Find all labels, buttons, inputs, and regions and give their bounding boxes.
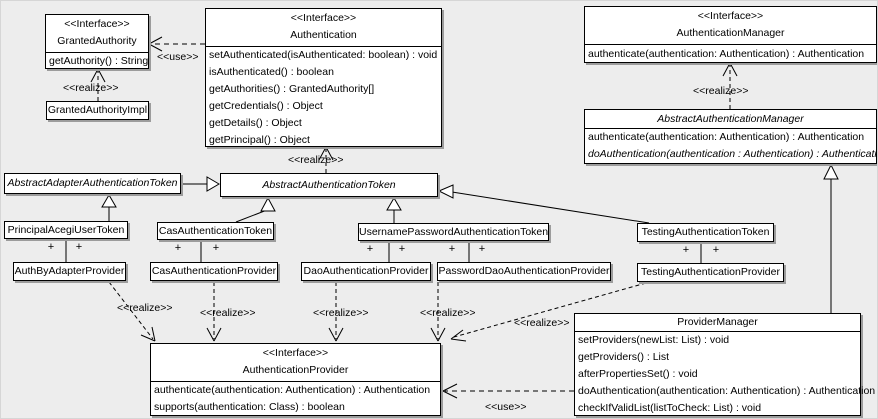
gen-arrow-testingauthenticationtoken — [437, 184, 650, 224]
class-name: TestingAuthenticationProvider — [641, 266, 780, 278]
class-testing-authentication-provider[interactable]: TestingAuthenticationProvider — [637, 263, 784, 282]
gen-arrow-adaptertoken — [181, 176, 220, 192]
stereotype-label: <<Interface>> — [697, 10, 764, 22]
method: authenticate(authentication: Authenticat… — [154, 384, 431, 396]
method: afterPropertiesSet() : void — [578, 368, 698, 380]
use-label: <<use>> — [485, 401, 527, 413]
realize-label: <<realize>> — [117, 302, 173, 314]
method: getDetails() : Object — [209, 117, 302, 129]
class-name: AuthByAdapterProvider — [14, 265, 125, 277]
class-username-password-authentication-token[interactable]: UsernamePasswordAuthenticationToken — [358, 223, 549, 241]
class-abstract-authentication-token[interactable]: AbstractAuthenticationToken — [220, 173, 438, 197]
realize-label: <<realize>> — [420, 307, 476, 319]
stereotype-label: <<Interface>> — [262, 347, 329, 359]
realize-arrow-abstractauthenticationmanager — [722, 62, 738, 109]
method: setProviders(newList: List) : void — [578, 334, 730, 346]
class-name: CasAuthenticationToken — [158, 225, 273, 237]
class-testing-authentication-token[interactable]: TestingAuthenticationToken — [637, 223, 774, 242]
multiplicity-plus: + — [478, 243, 486, 255]
class-abstract-adapter-authentication-token[interactable]: AbstractAdapterAuthenticationToken — [4, 173, 181, 194]
stereotype-label: <<Interface>> — [64, 18, 130, 30]
realize-arrow-passworddaoprovider — [430, 282, 446, 342]
method: getAuthorities() : GrantedAuthority[] — [209, 83, 375, 95]
multiplicity-plus: + — [712, 244, 720, 256]
multiplicity-plus: + — [366, 243, 374, 255]
multiplicity-plus: + — [448, 243, 456, 255]
use-arrow-providermanager — [442, 383, 574, 399]
method: isAuthenticated() : boolean — [209, 66, 334, 78]
realize-arrow-authbyadapterprovider — [108, 281, 156, 342]
class-dao-authentication-provider[interactable]: DaoAuthenticationProvider — [301, 262, 431, 281]
realize-arrow-abstractauthenticationtoken — [318, 146, 334, 173]
class-authentication[interactable]: <<Interface>> Authentication setAuthenti… — [205, 8, 442, 147]
class-provider-manager[interactable]: ProviderManager setProviders(newList: Li… — [574, 313, 876, 416]
realize-label: <<realize>> — [693, 85, 749, 97]
gen-arrow-providermanager — [823, 163, 839, 313]
method: checkIfValidList(listToCheck: List) : vo… — [578, 402, 762, 414]
method: doAuthentication(authentication: Authent… — [578, 385, 876, 397]
method: authenticate(authentication: Authenticat… — [588, 48, 865, 60]
class-principal-acegi-user-token[interactable]: PrincipalAcegiUserToken — [4, 221, 128, 239]
multiplicity-plus: + — [212, 242, 220, 254]
class-abstract-authentication-manager[interactable]: AbstractAuthenticationManager authentica… — [584, 109, 877, 164]
class-name: TestingAuthenticationToken — [641, 226, 770, 238]
class-granted-authority-impl[interactable]: GrantedAuthorityImpl — [46, 101, 149, 120]
realize-arrow-casauthenticationprovider — [206, 282, 222, 342]
method: getProviders() : List — [578, 351, 670, 363]
method: setAuthenticated(isAuthenticated: boolea… — [209, 49, 438, 61]
class-name: AuthenticationManager — [676, 27, 785, 39]
gen-arrow-casauthenticationtoken — [235, 196, 276, 223]
class-password-dao-authentication-provider[interactable]: PasswordDaoAuthenticationProvider — [437, 262, 611, 281]
class-name: PrincipalAcegiUserToken — [7, 224, 125, 236]
method: authenticate(authentication: Authenticat… — [588, 131, 865, 143]
class-name: AbstractAuthenticationManager — [585, 110, 876, 129]
realize-arrow-daoauthenticationprovider — [328, 282, 344, 342]
realize-label: <<realize>> — [200, 307, 256, 319]
multiplicity-plus: + — [47, 241, 55, 253]
multiplicity-plus: + — [682, 244, 690, 256]
method: supports(authentication: Class) : boolea… — [154, 401, 345, 413]
realize-arrow-grantedauthorityimpl — [90, 68, 106, 101]
use-label: <<use>> — [157, 51, 199, 63]
multiplicity-plus: + — [174, 242, 182, 254]
class-name: GrantedAuthorityImpl — [47, 104, 148, 116]
class-name: AbstractAdapterAuthenticationToken — [7, 177, 178, 189]
realize-label: <<realize>> — [63, 82, 119, 94]
class-cas-authentication-token[interactable]: CasAuthenticationToken — [157, 222, 274, 240]
gen-arrow-principalacegiusertoken — [101, 194, 117, 221]
class-cas-authentication-provider[interactable]: CasAuthenticationProvider — [150, 262, 278, 281]
class-name: AbstractAuthenticationToken — [262, 179, 396, 191]
gen-arrow-usernamepasswordtoken — [386, 197, 402, 223]
multiplicity-plus: + — [75, 241, 83, 253]
class-name: GrantedAuthority — [57, 35, 137, 47]
realize-label: <<realize>> — [313, 307, 369, 319]
use-arrow-authentication-grantedauthority — [148, 36, 205, 52]
class-name: PasswordDaoAuthenticationProvider — [438, 265, 610, 277]
multiplicity-plus: + — [398, 243, 406, 255]
class-granted-authority[interactable]: <<Interface>> GrantedAuthority getAuthor… — [45, 14, 149, 69]
method: doAuthentication(authentication : Authen… — [588, 148, 876, 160]
realize-label: <<realize>> — [514, 317, 570, 329]
method: getAuthority() : String — [49, 55, 148, 67]
class-authentication-manager[interactable]: <<Interface>> AuthenticationManager auth… — [584, 6, 877, 63]
class-name: Authentication — [290, 29, 357, 41]
class-name: UsernamePasswordAuthenticationToken — [359, 226, 549, 238]
class-name: CasAuthenticationProvider — [151, 265, 277, 277]
association-lines — [65, 239, 702, 263]
method: getCredentials() : Object — [209, 100, 323, 112]
class-name: DaoAuthenticationProvider — [303, 265, 429, 277]
class-name: ProviderManager — [575, 314, 860, 332]
method: getPrincipal() : Object — [209, 134, 310, 146]
class-name: AuthenticationProvider — [242, 364, 349, 376]
realize-label: <<realize>> — [288, 154, 344, 166]
class-authentication-provider[interactable]: <<Interface>> AuthenticationProvider aut… — [150, 343, 441, 416]
stereotype-label: <<Interface>> — [290, 12, 357, 24]
realize-arrow-testingauthenticationprovider — [450, 282, 647, 342]
class-auth-by-adapter-provider[interactable]: AuthByAdapterProvider — [13, 262, 126, 281]
